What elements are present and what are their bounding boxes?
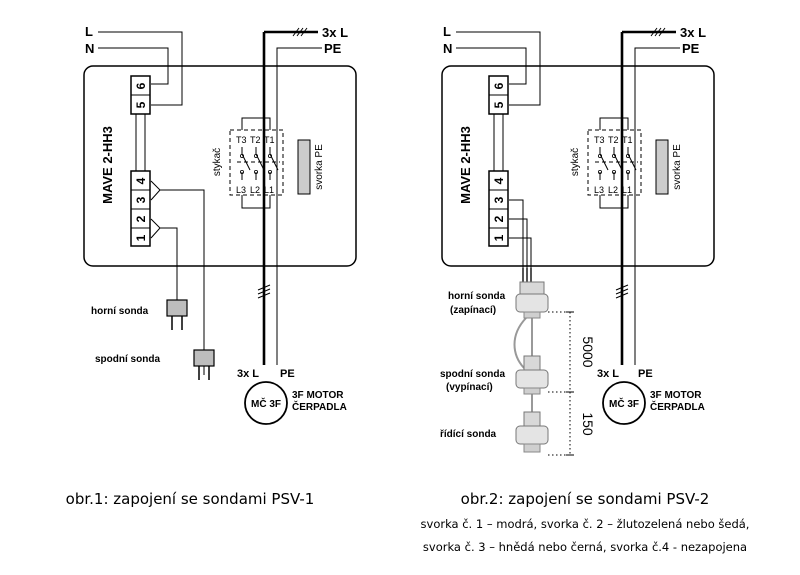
probe-control-label: řídící sonda	[440, 429, 497, 440]
terminal-6: 6	[134, 82, 148, 89]
motor-title-1: 3F MOTOR	[650, 390, 702, 401]
contactor-L3: L3	[594, 185, 604, 195]
probe-upper	[166, 299, 188, 330]
label-3xL: 3x L	[680, 25, 706, 40]
terminal-4: 4	[134, 177, 148, 184]
contactor-L2: L2	[250, 185, 260, 195]
pe-terminal	[655, 139, 669, 195]
terminal-3: 3	[134, 196, 148, 203]
probe-lower	[193, 349, 215, 380]
contactor-T1: T1	[264, 135, 275, 145]
contactor: T3 T2 T1 L3 L2 L1	[587, 117, 642, 209]
motor-label: MČ 3F	[251, 397, 281, 410]
motor-label: MČ 3F	[609, 397, 639, 410]
pe-terminal-label: svorka PE	[314, 144, 325, 190]
wire-3-phase	[262, 30, 318, 365]
device-name: MAVE 2-HH3	[100, 126, 115, 204]
terminal-2: 2	[134, 215, 148, 222]
diagram-1: L N 6 5 4 3 2 1 MAVE 2-HH3	[66, 24, 357, 508]
contactor-T2: T2	[250, 135, 261, 145]
probe-lower-label: spodní sonda	[95, 354, 160, 365]
motor-pe-label: PE	[280, 368, 295, 380]
motor-title-1: 3F MOTOR	[292, 390, 344, 401]
diagram-2: L N 6 5 4 3 2 1 MAVE 2-HH3	[421, 24, 750, 554]
wire-PE	[276, 47, 322, 365]
contactor-T3: T3	[236, 135, 247, 145]
probe-upper-label: horní sonda	[91, 306, 149, 317]
caption-fig2: obr.2: zapojení se sondami PSV-2	[461, 490, 710, 508]
label-L: L	[443, 24, 451, 39]
label-N: N	[85, 41, 94, 56]
wire-PE	[634, 47, 680, 365]
motor-symbol	[244, 381, 288, 425]
label-L: L	[85, 24, 93, 39]
wire-N	[456, 47, 527, 85]
probe-lower	[515, 355, 549, 395]
device-name: MAVE 2-HH3	[458, 126, 473, 204]
pe-terminal	[297, 139, 311, 195]
dimension-upper: 5000	[580, 336, 596, 367]
motor-title-2: ČERPADLA	[292, 400, 347, 413]
device-enclosure	[83, 65, 357, 267]
terminal-6: 6	[492, 82, 506, 89]
terminal-1: 1	[492, 234, 506, 241]
probe-upper	[515, 281, 549, 319]
probe-control	[515, 411, 549, 453]
motor-supply-label: 3x L	[237, 368, 259, 380]
dimension-lower: 150	[580, 412, 596, 436]
device-enclosure	[441, 65, 715, 267]
wire-N	[98, 47, 169, 85]
wire-color-note-1: svorka č. 1 – modrá, svorka č. 2 – žluto…	[421, 517, 750, 531]
terminal-2: 2	[492, 215, 506, 222]
wire-L	[456, 31, 541, 106]
label-PE: PE	[682, 41, 700, 56]
caption-fig1: obr.1: zapojení se sondami PSV-1	[66, 490, 315, 508]
terminal-3: 3	[492, 196, 506, 203]
wire-3-phase	[620, 30, 676, 365]
contactor-label: stykač	[212, 148, 223, 176]
contactor-L2: L2	[608, 185, 618, 195]
contactor-T3: T3	[594, 135, 605, 145]
label-3xL: 3x L	[322, 25, 348, 40]
contactor-label: stykač	[570, 148, 581, 176]
contactor-L1: L1	[622, 185, 632, 195]
wire-L	[98, 31, 183, 106]
label-PE: PE	[324, 41, 342, 56]
terminal-5: 5	[134, 101, 148, 108]
probe-upper-label-2: (zapínací)	[450, 305, 496, 316]
contactor-T2: T2	[608, 135, 619, 145]
terminal-strip: 6 5 4 3 2 1	[130, 75, 151, 247]
motor-pe-label: PE	[638, 368, 653, 380]
wire-color-note-2: svorka č. 3 – hnědá nebo černá, svorka č…	[423, 540, 747, 554]
probe-lower-label-1: spodní sonda	[440, 369, 505, 380]
motor-supply-label: 3x L	[597, 368, 619, 380]
terminal-4: 4	[492, 177, 506, 184]
probe-lower-label-2: (vypínací)	[446, 382, 493, 393]
label-N: N	[443, 41, 452, 56]
terminal-strip: 6 5 4 3 2 1	[488, 75, 509, 247]
wire-upper-probe	[150, 218, 178, 300]
probe-cables	[509, 199, 532, 268]
pe-terminal-label: svorka PE	[672, 144, 683, 190]
terminal-1: 1	[134, 234, 148, 241]
probe-upper-label-1: horní sonda	[448, 291, 506, 302]
dimension-lines	[548, 311, 574, 456]
contactor: T3 T2 T1 L3 L2 L1	[229, 117, 284, 209]
terminal-5: 5	[492, 101, 506, 108]
contactor-L1: L1	[264, 185, 274, 195]
motor-symbol	[602, 381, 646, 425]
contactor-T1: T1	[622, 135, 633, 145]
motor-title-2: ČERPADLA	[650, 400, 705, 413]
wire-lower-probe	[150, 180, 205, 375]
contactor-L3: L3	[236, 185, 246, 195]
